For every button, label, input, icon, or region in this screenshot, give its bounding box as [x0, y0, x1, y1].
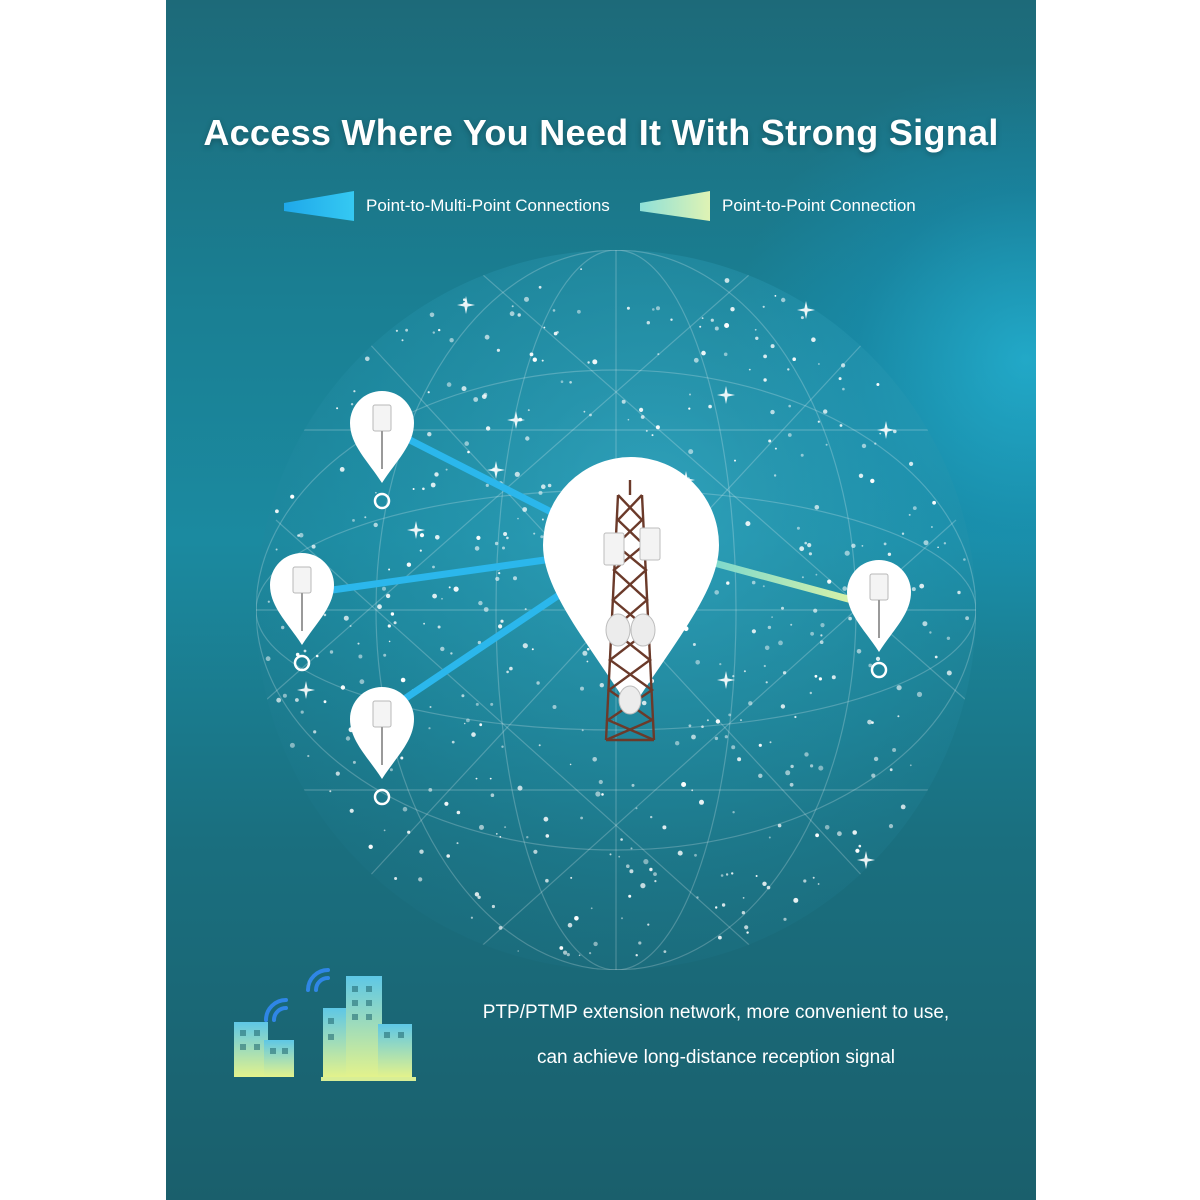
- legend-item-ptp: Point-to-Point Connection: [640, 188, 916, 224]
- ptp-swatch-icon: [640, 191, 710, 221]
- cpe-pin-2: [270, 553, 334, 672]
- legend-label-ptp: Point-to-Point Connection: [722, 196, 916, 215]
- tower-pin: [543, 457, 719, 742]
- ptmp-swatch-icon: [284, 191, 354, 221]
- page-title: Access Where You Need It With Strong Sig…: [203, 112, 999, 153]
- outdoor-cpe-icon: [292, 566, 312, 594]
- caption-line-2: can achieve long-distance reception sign…: [536, 1047, 896, 1068]
- legend: Point-to-Multi-Point Connections Point-t…: [166, 188, 1036, 224]
- tower-cpe-right: [639, 527, 661, 561]
- outdoor-cpe-icon: [372, 404, 392, 432]
- cpe-pin-4: [847, 560, 911, 679]
- cpe-pin-3: [350, 687, 414, 806]
- buildings-wifi-icon: [234, 968, 416, 1081]
- poster: Access Where You Need It With Strong Sig…: [166, 0, 1036, 1200]
- network-diagram: [234, 250, 976, 1081]
- legend-item-ptmp: Point-to-Multi-Point Connections: [284, 188, 610, 224]
- tower-cpe-left: [603, 532, 625, 566]
- caption-line-1: PTP/PTMP extension network, more conveni…: [482, 1002, 950, 1023]
- outdoor-cpe-icon: [372, 700, 392, 728]
- outdoor-cpe-icon: [869, 573, 889, 601]
- cpe-pin-1: [350, 391, 414, 510]
- legend-label-ptmp: Point-to-Multi-Point Connections: [366, 196, 610, 215]
